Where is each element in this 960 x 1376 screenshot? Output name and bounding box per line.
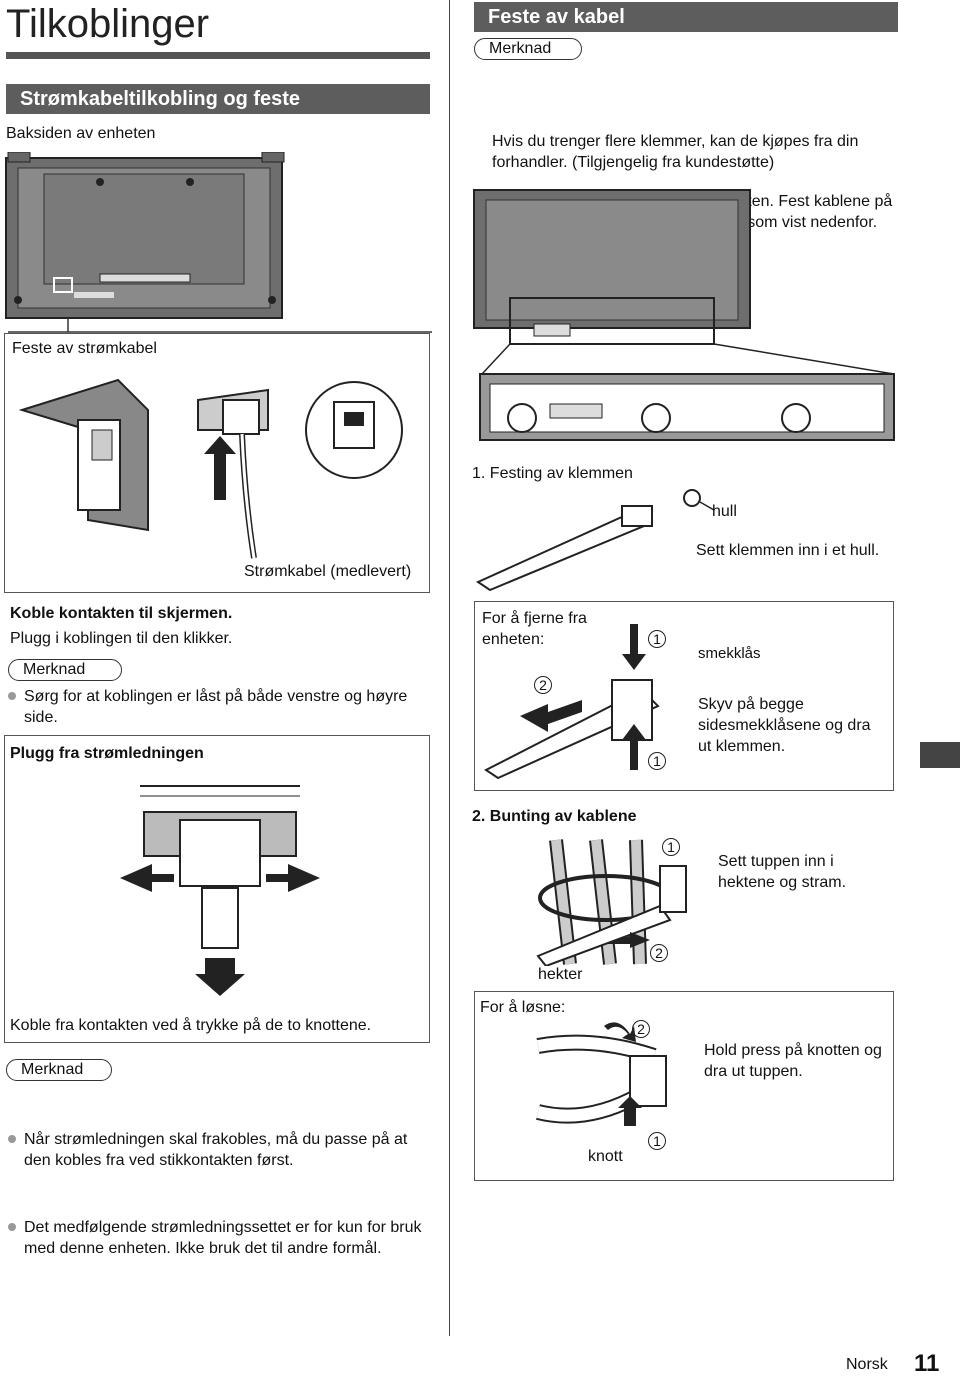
step2-heading: 2. Bunting av kablene	[472, 808, 637, 825]
connect-heading: Koble kontakten til skjermen.	[10, 605, 233, 622]
page-number: 11	[914, 1350, 940, 1376]
note-badge: Merknad	[8, 659, 122, 681]
release-clamp-illustration	[536, 1022, 667, 1126]
box1-heading: Feste av strømkabel	[12, 340, 157, 357]
step2-caption: Sett tuppen inn i hektene og stram.	[718, 853, 847, 891]
step1-caption: Sett klemmen inn i et hull.	[696, 542, 880, 559]
bundle-cables-illustration	[536, 839, 687, 966]
right-note-item-2: Hvis du trenger flere klemmer, kan de kj…	[492, 133, 859, 171]
knob-label: knott	[588, 1148, 623, 1165]
box-fix-power-cable	[4, 333, 430, 593]
note2-badge: Merknad	[6, 1059, 112, 1081]
hook-label: hekter	[538, 966, 583, 983]
release-num-1: 1	[648, 1132, 666, 1150]
note2-item-2: Det medfølgende strømledningssettet er f…	[6, 1217, 426, 1259]
connect-instruction: Plugg i koblingen til den klikker.	[10, 630, 233, 647]
unplug-caption: Koble fra kontakten ved å trykke på de t…	[10, 1017, 372, 1034]
page-title: Tilkoblinger	[6, 2, 210, 46]
step2-num-1: 1	[662, 838, 680, 856]
remove-clamp-illustration	[484, 624, 660, 780]
connect-note: Sørg for at koblingen er låst på både ve…	[6, 686, 416, 728]
step1-heading: 1. Festing av klemmen	[472, 465, 633, 482]
note2-item-1: Når strømledningen skal frakobles, må du…	[6, 1129, 426, 1171]
right-note-badge: Merknad	[474, 38, 582, 60]
num-2: 2	[534, 676, 552, 694]
step2-num-2: 2	[650, 944, 668, 962]
unplug-illustration	[120, 785, 320, 996]
cable-label: Strømkabel (medlevert)	[244, 563, 412, 580]
remove-caption: Skyv på begge sidesmekklåsene og dra ut …	[698, 696, 871, 755]
back-label: Baksiden av enheten	[6, 125, 156, 142]
remove-heading: For å fjerne fra enheten:	[482, 610, 587, 648]
title-rule	[6, 52, 430, 59]
box-release	[474, 991, 894, 1181]
hole-label: hull	[712, 503, 737, 520]
callout-lines	[8, 318, 432, 333]
cable-clamp-overview-illustration	[473, 189, 895, 441]
box-remove	[474, 601, 894, 791]
column-divider	[449, 0, 450, 1336]
section-title-power: Strømkabeltilkobling og feste	[6, 84, 430, 114]
footer-language: Norsk	[846, 1356, 888, 1373]
back-of-unit-illustration	[5, 152, 285, 319]
clamp-insert-illustration	[475, 489, 714, 592]
power-cable-clamp-illustration	[18, 378, 403, 559]
release-num-2: 2	[632, 1020, 650, 1038]
snap-label: smekklås	[698, 645, 761, 662]
num-1-top: 1	[648, 630, 666, 648]
release-caption: Hold press på knotten og dra ut tuppen.	[704, 1042, 882, 1080]
side-tab	[920, 742, 960, 768]
unplug-heading: Plugg fra strømledningen	[10, 745, 204, 762]
box-unplug	[4, 735, 430, 1043]
num-1-bottom: 1	[648, 752, 666, 770]
section-title-cable: Feste av kabel	[474, 2, 898, 32]
release-heading: For å løsne:	[480, 999, 566, 1016]
